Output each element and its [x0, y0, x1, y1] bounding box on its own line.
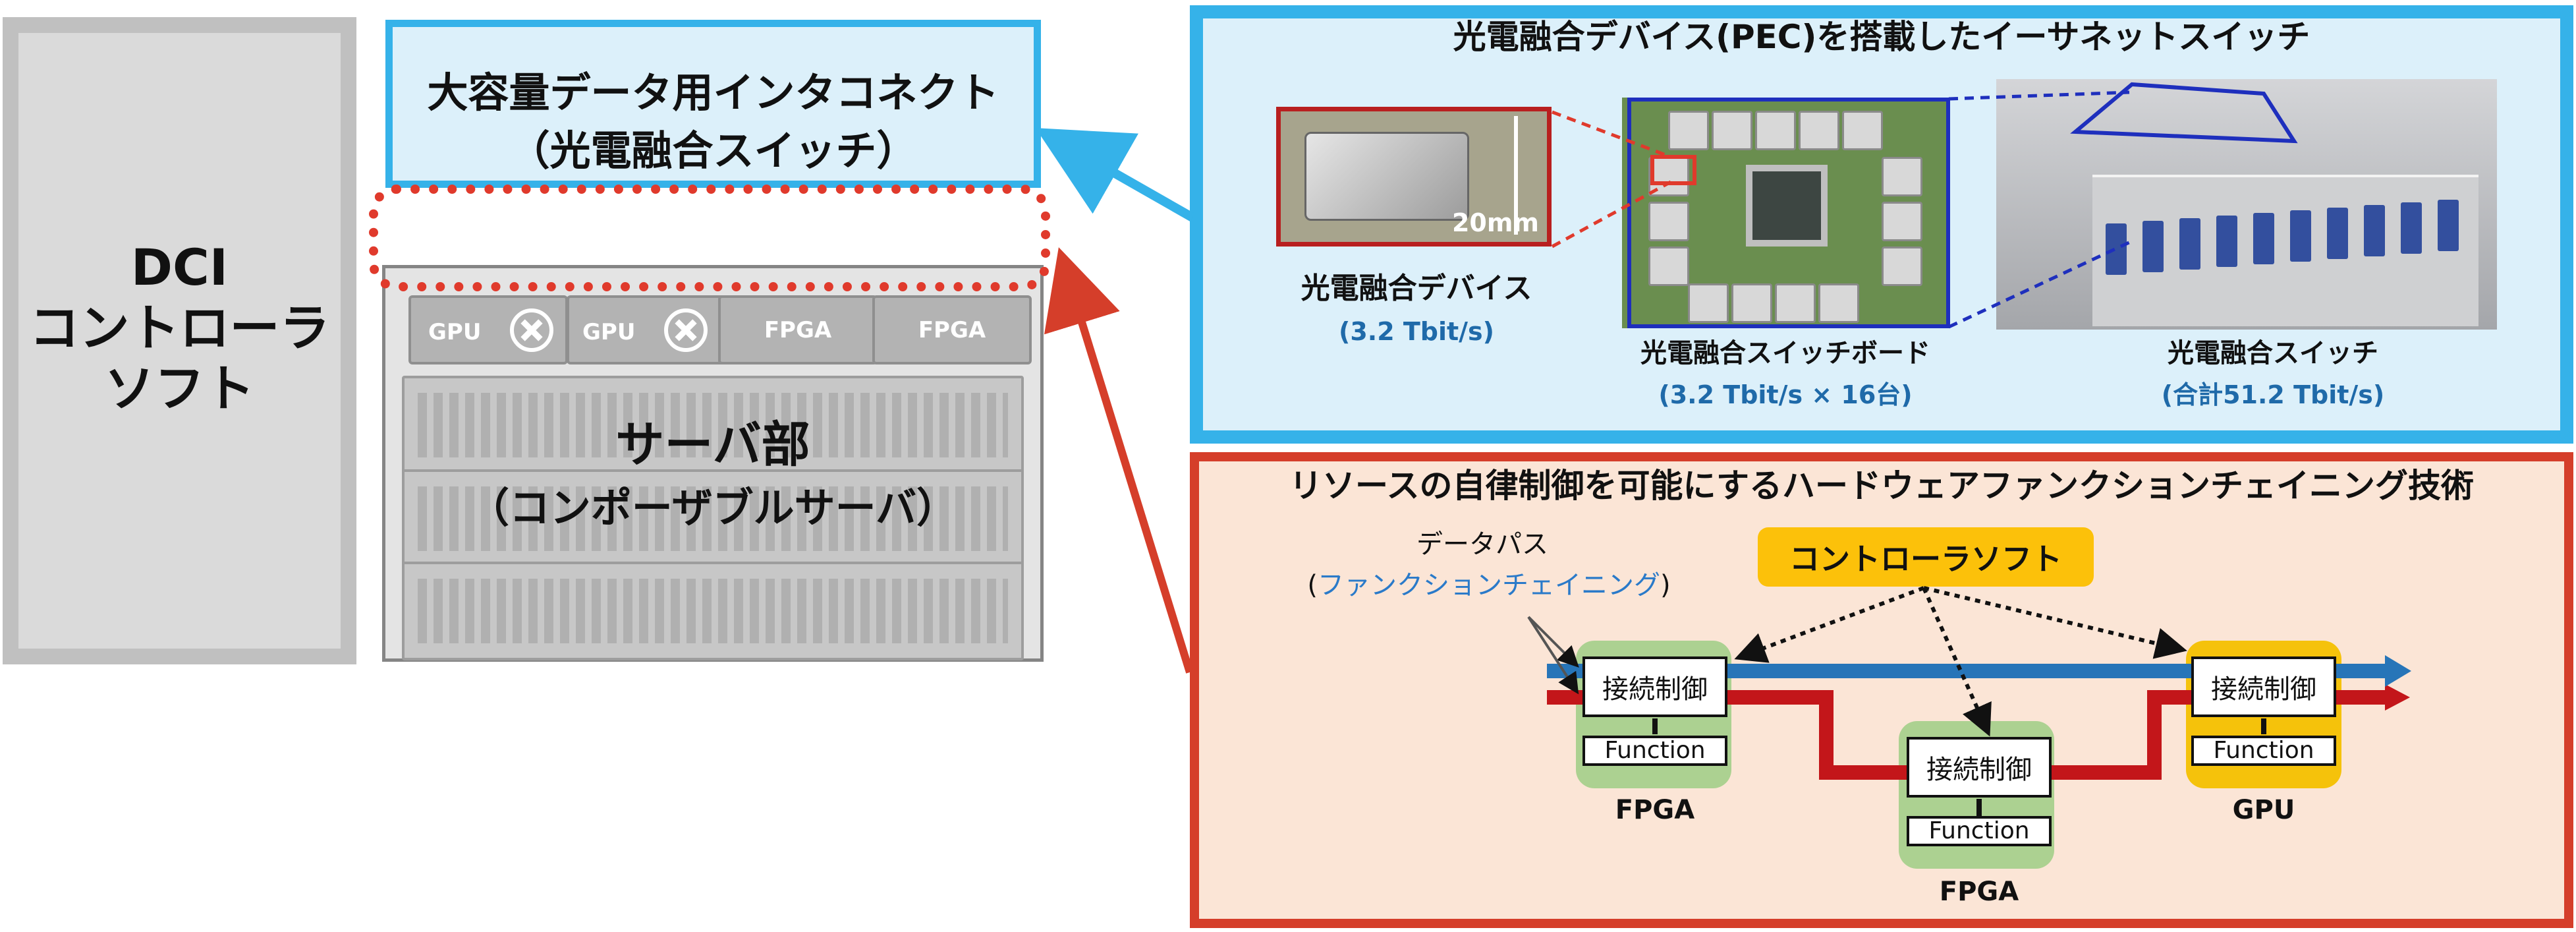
switch-label: 光電融合スイッチ	[2168, 338, 2378, 368]
fan-icon	[510, 308, 553, 352]
gpu-card-label: GPU	[582, 319, 636, 345]
datapath-pointer	[1527, 616, 1579, 668]
device-callout-line	[1551, 180, 1672, 248]
datapath-detail-text: ファンクションチェイニング	[1318, 570, 1660, 600]
device-callout-line	[1552, 110, 1671, 159]
fpga-card-label: FPGA	[918, 316, 986, 343]
server-subtitle: （コンポーザブルサーバ）	[468, 484, 958, 532]
controller-software-label: コントローラソフト	[1758, 527, 2094, 587]
switch-asic	[1746, 165, 1828, 247]
pec-panel-title: 光電融合デバイス(PEC)を搭載したイーサネットスイッチ	[1453, 18, 2310, 56]
datapath-detail: (ファンクションチェイニング)	[1252, 568, 1726, 602]
control-arrow-fpga2	[1922, 587, 1992, 737]
fpga-card-1: FPGA	[718, 295, 878, 364]
device-dimension: 20mm	[1451, 208, 1540, 237]
function-box-3: Function	[2191, 736, 2336, 766]
pec-to-interconnect-arrow	[1035, 128, 1195, 222]
device-rate: (3.2 Tbit/s)	[1338, 317, 1495, 346]
board-highlight	[2070, 82, 2298, 144]
interconnect-subtitle: （光電融合スイッチ）	[509, 127, 918, 175]
red-path-arrowhead	[2385, 684, 2410, 711]
fpga-card-2: FPGA	[872, 295, 1032, 364]
device-label: 光電融合デバイス	[1301, 272, 1532, 305]
dimension-arrow-icon	[1514, 116, 1518, 235]
fpga-card-label: FPGA	[764, 316, 832, 343]
connection-control-box-3: 接続制御	[2191, 656, 2336, 717]
interconnect-box	[385, 20, 1041, 188]
datapath-paren-open: (	[1307, 570, 1318, 600]
board-callout-line	[1948, 90, 2130, 101]
blue-path-arrowhead	[2385, 655, 2411, 687]
highlight-zone	[369, 185, 1050, 291]
function-box-2: Function	[1907, 816, 2052, 846]
resource-to-server-arrow	[1044, 247, 1194, 674]
connection-control-box-1: 接続制御	[1582, 656, 1727, 717]
datapath-label: データパス	[1416, 529, 1548, 560]
server-title: サーバ部	[615, 417, 810, 473]
board-callout-line	[1947, 238, 2136, 329]
pec-device-chip	[1304, 132, 1469, 221]
connection-control-box-2: 接続制御	[1907, 737, 2052, 798]
gpu-card-label: GPU	[428, 319, 482, 345]
gpu-card-2: GPU	[567, 295, 726, 364]
server-rack-2	[402, 469, 1024, 568]
chip-label-gpu: GPU	[2232, 795, 2295, 825]
dci-controller-panel	[3, 17, 356, 664]
gpu-card-1: GPU	[408, 295, 568, 364]
switch-rate: (合計51.2 Tbit/s)	[2161, 380, 2385, 409]
server-rack-3	[402, 562, 1024, 660]
chip-label-fpga-2: FPGA	[1939, 877, 2019, 907]
switch-board-rate: (3.2 Tbit/s × 16台)	[1658, 380, 1913, 409]
control-arrow-fpga1	[1734, 586, 1925, 663]
datapath-pointer	[1527, 616, 1579, 695]
switch-board-label: 光電融合スイッチボード	[1640, 338, 1930, 368]
switch-board-outline	[1627, 98, 1950, 328]
fan-icon	[664, 308, 708, 352]
control-arrow-gpu	[1923, 586, 2187, 659]
dci-controller-label: DCI コントローラ ソフト	[29, 238, 330, 418]
device-highlight	[1650, 155, 1696, 185]
chip-label-fpga-1: FPGA	[1615, 795, 1695, 825]
datapath-paren-close: )	[1660, 570, 1671, 600]
interconnect-title: 大容量データ用インタコネクト	[427, 69, 999, 117]
function-box-1: Function	[1582, 736, 1727, 766]
resource-panel-title: リソースの自律制御を可能にするハードウェアファンクションチェイニング技術	[1289, 467, 2474, 505]
switch-front-panel	[2092, 175, 2478, 326]
